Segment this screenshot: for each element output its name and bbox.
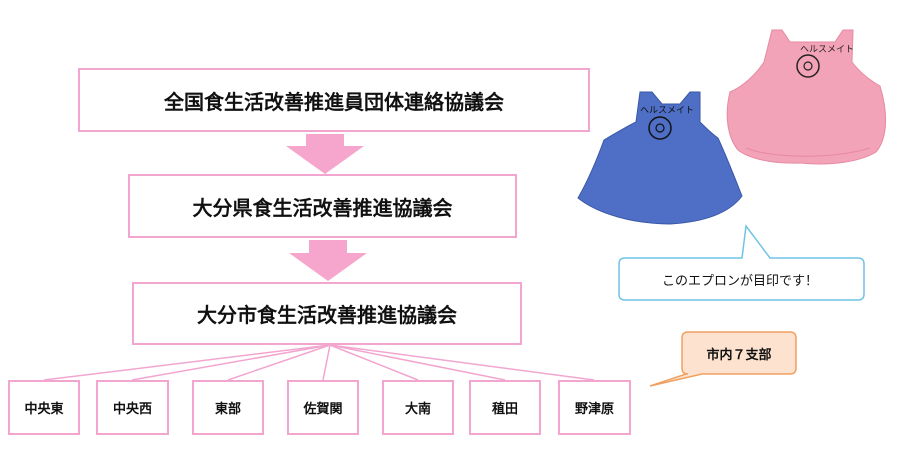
branch-label: 中央西 — [112, 402, 152, 417]
branch-label: 稙田 — [491, 402, 518, 417]
national-council-box: 全国食生活改善推進員団体連絡協議会 — [78, 68, 590, 132]
branch-box: 大南 — [382, 380, 454, 435]
connector-line — [322, 344, 331, 381]
connector-line — [227, 344, 331, 381]
branch-count-text: 市内７支部 — [706, 347, 772, 363]
blue-apron: ヘルスメイト — [577, 91, 743, 225]
connector-line — [131, 344, 331, 381]
branch-box: 東部 — [192, 380, 264, 435]
branch-label: 佐賀関 — [303, 402, 343, 417]
down-arrow-1 — [286, 134, 364, 174]
connector-line — [329, 344, 595, 381]
city-council-box: 大分市食生活改善推進協議会 — [132, 282, 522, 345]
branch-label: 中央東 — [24, 402, 64, 417]
branch-box: 中央東 — [8, 380, 80, 435]
national-council-label: 全国食生活改善推進員団体連絡協議会 — [164, 89, 504, 114]
branch-box: 佐賀関 — [287, 380, 359, 435]
branch-box: 野津原 — [558, 380, 631, 435]
city-council-label: 大分市食生活改善推進協議会 — [197, 303, 457, 327]
branch-box: 稙田 — [469, 380, 541, 435]
prefecture-council-box: 大分県食生活改善推進協議会 — [128, 174, 517, 238]
blue-apron-emblem — [648, 116, 672, 140]
branch-box: 中央西 — [96, 380, 169, 435]
prefecture-council-label: 大分県食生活改善推進協議会 — [192, 195, 453, 220]
branch-label: 東部 — [214, 402, 241, 417]
pink-apron-label: ヘルスメイト — [800, 45, 854, 55]
pink-apron-emblem — [796, 54, 820, 78]
apron-note-text: このエプロンが目印です！ — [661, 273, 818, 289]
branch-label: 大南 — [404, 402, 431, 417]
down-arrow-2 — [289, 240, 367, 281]
blue-apron-label: ヘルスメイト — [640, 106, 694, 116]
pink-apron: ヘルスメイト — [726, 29, 887, 165]
connector-line — [329, 344, 506, 381]
branch-label: 野津原 — [574, 402, 614, 417]
connector-line — [329, 344, 419, 381]
connector-line — [43, 344, 331, 381]
